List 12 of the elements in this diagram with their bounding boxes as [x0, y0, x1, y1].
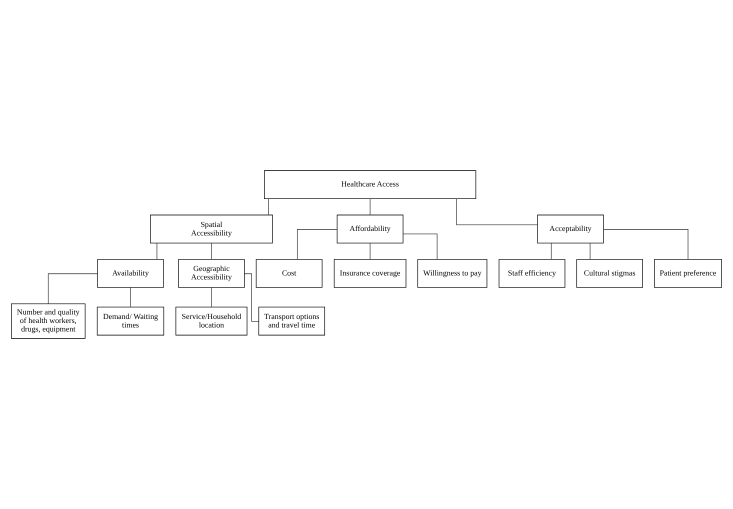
connector [550, 242, 552, 260]
connector [244, 273, 260, 322]
connector [296, 229, 338, 260]
connector [130, 287, 131, 308]
connector [211, 242, 212, 260]
connector [48, 273, 98, 304]
connector [211, 287, 212, 308]
connector [456, 198, 538, 226]
connector [268, 198, 269, 216]
connector [603, 229, 688, 260]
connector [156, 242, 158, 260]
connector [402, 234, 438, 260]
